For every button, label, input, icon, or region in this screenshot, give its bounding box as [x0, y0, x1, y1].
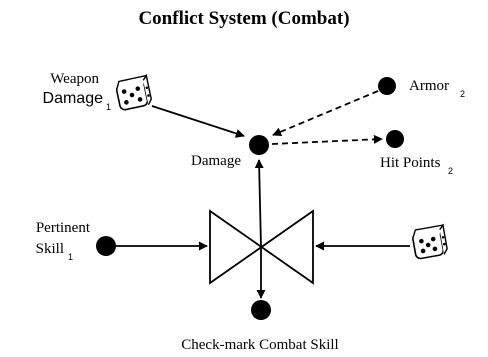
hit-points-node	[386, 130, 404, 148]
armor-node	[378, 77, 396, 95]
junction-to-damage-arrow	[254, 159, 264, 248]
pertinent-skill-subscript: 1	[68, 252, 73, 262]
check-mark-label: Check-mark Combat Skill	[181, 337, 338, 353]
weapon-to-damage-arrow	[151, 105, 245, 138]
skill-label: Skill	[36, 241, 64, 257]
weapon-damage-subscript: 1	[106, 102, 111, 112]
armor-to-damage-arrow	[272, 90, 379, 137]
pertinent-skill-node	[96, 236, 116, 256]
armor-label: Armor	[409, 78, 449, 94]
pertinent-label: Pertinent	[36, 220, 91, 236]
weapon-label: Weapon	[50, 71, 99, 87]
damage-word-label: Damage	[43, 90, 104, 107]
diagram-title: Conflict System (Combat)	[138, 8, 349, 29]
right-dice-icon	[412, 223, 448, 260]
damage-to-hit-points-arrow	[271, 134, 383, 145]
hit-points-subscript: 2	[448, 166, 453, 176]
damage-label: Damage	[191, 153, 241, 169]
hit-points-label: Hit Points	[380, 155, 441, 171]
armor-subscript: 2	[460, 89, 465, 99]
damage-node	[249, 135, 269, 155]
check-mark-node	[251, 300, 271, 320]
weapon-dice-icon	[115, 73, 153, 111]
